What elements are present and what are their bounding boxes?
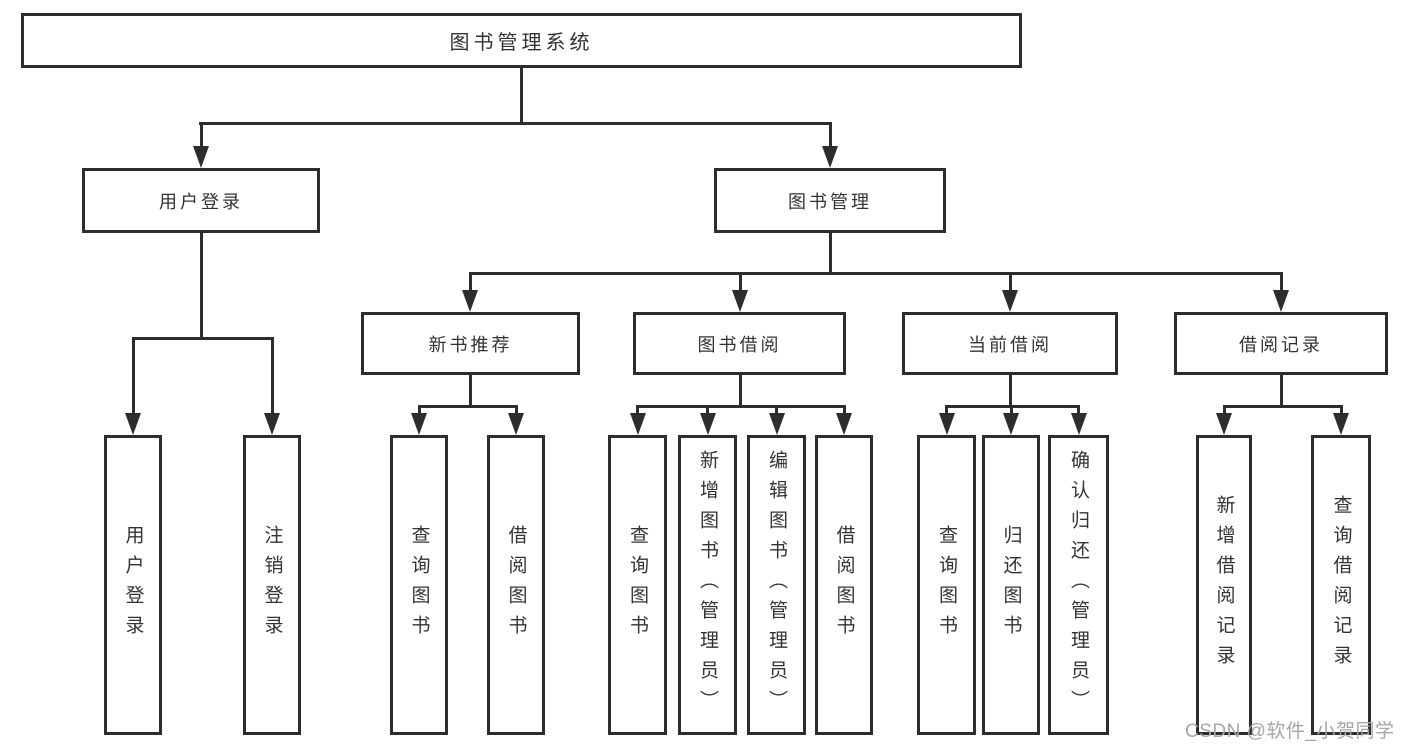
arrow-down-icon — [1216, 413, 1232, 435]
connector-line — [1222, 405, 1343, 408]
leaf-label: 查询借阅记录 — [1330, 495, 1352, 675]
leaf-borrow-books-borrowing: 借阅图书 — [815, 435, 873, 735]
connector-line — [131, 337, 135, 413]
node-label: 图书借阅 — [697, 334, 782, 355]
leaf-label: 查询图书 — [627, 525, 648, 645]
leaf-label: 借阅图书 — [833, 525, 855, 645]
leaf-query-borrow-record: 查询借阅记录 — [1311, 435, 1371, 735]
arrow-down-icon — [732, 290, 748, 312]
node-book-management: 图书管理 — [714, 168, 946, 233]
leaf-query-books-borrowing: 查询图书 — [608, 435, 667, 735]
connector-line — [738, 375, 742, 408]
node-user-login: 用户登录 — [82, 168, 320, 233]
leaf-label: 借阅图书 — [505, 525, 527, 645]
leaf-label: 用户登录 — [122, 525, 144, 645]
connector-line — [636, 405, 639, 413]
node-borrowing-records: 借阅记录 — [1174, 312, 1388, 375]
arrow-down-icon — [629, 413, 646, 435]
connector-line — [945, 405, 1080, 408]
connector-line — [828, 122, 832, 148]
leaf-return-books: 归还图书 — [982, 435, 1040, 735]
connector-line — [1008, 375, 1012, 408]
leaf-logout-login: 注销登录 — [243, 435, 301, 735]
connector-line — [468, 272, 472, 290]
arrow-down-icon — [1273, 290, 1289, 312]
leaf-label: 注销登录 — [261, 525, 283, 645]
connector-line — [514, 405, 518, 413]
connector-line — [1009, 405, 1013, 413]
connector-line — [199, 122, 203, 148]
arrow-down-icon — [699, 413, 716, 435]
arrow-down-icon — [1002, 290, 1018, 312]
leaf-label: 归还图书 — [1000, 525, 1022, 645]
connector-line — [738, 272, 742, 290]
leaf-label: 查询图书 — [408, 525, 430, 645]
node-label: 借阅记录 — [1239, 334, 1323, 355]
leaf-edit-books-admin: 编辑图书（管理员） — [747, 435, 806, 735]
connector-line — [1008, 272, 1012, 290]
connector-line — [706, 405, 709, 413]
arrow-down-icon — [768, 413, 785, 435]
connector-line — [636, 405, 846, 408]
watermark-text: CSDN @软件_小贺同学 — [1185, 721, 1395, 742]
arrow-down-icon — [411, 413, 427, 435]
connector-line — [468, 375, 472, 408]
leaf-add-books-admin: 新增图书（管理员） — [678, 435, 737, 735]
node-book-management-system: 图书管理系统 — [21, 13, 1022, 68]
connector-line — [1077, 405, 1080, 413]
node-label: 当前借阅 — [968, 334, 1052, 355]
node-label: 新书推荐 — [428, 334, 513, 355]
arrow-down-icon — [508, 413, 524, 435]
connector-line — [1279, 375, 1283, 408]
connector-line — [520, 68, 523, 122]
leaf-label: 查询图书 — [936, 525, 957, 645]
connector-line — [417, 405, 518, 408]
leaf-add-borrow-record: 新增借阅记录 — [1196, 435, 1252, 735]
arrow-down-icon — [125, 413, 141, 435]
arrow-down-icon — [1003, 413, 1019, 435]
connector-line — [945, 405, 948, 413]
node-current-borrowing: 当前借阅 — [902, 312, 1118, 375]
connector-line — [199, 122, 832, 125]
arrow-down-icon — [1070, 413, 1087, 435]
connector-line — [842, 405, 846, 413]
node-label: 图书管理 — [788, 191, 872, 212]
node-book-borrowing: 图书借阅 — [633, 312, 846, 375]
connector-line — [270, 337, 274, 413]
leaf-label: 新增借阅记录 — [1213, 495, 1235, 675]
connector-line — [417, 405, 421, 413]
node-label: 用户登录 — [159, 191, 243, 212]
node-label: 图书管理系统 — [449, 32, 594, 54]
arrow-down-icon — [462, 290, 478, 312]
connector-line — [828, 233, 832, 272]
arrow-down-icon — [193, 146, 209, 168]
arrow-down-icon — [1333, 413, 1349, 435]
connector-line — [775, 405, 778, 413]
connector-line — [131, 337, 274, 340]
connector-line — [468, 272, 1283, 275]
connector-line — [199, 233, 203, 337]
leaf-query-books-recommend: 查询图书 — [390, 435, 448, 735]
connector-line — [1339, 405, 1343, 413]
leaf-label: 新增图书（管理员） — [697, 450, 718, 720]
arrow-down-icon — [836, 413, 852, 435]
leaf-label: 确认归还（管理员） — [1068, 450, 1089, 720]
connector-line — [1279, 272, 1283, 290]
arrow-down-icon — [822, 146, 838, 168]
arrow-down-icon — [938, 413, 955, 435]
leaf-borrow-books-recommend: 借阅图书 — [487, 435, 545, 735]
leaf-query-books-current: 查询图书 — [917, 435, 976, 735]
leaf-confirm-return-admin: 确认归还（管理员） — [1048, 435, 1109, 735]
arrow-down-icon — [264, 413, 280, 435]
connector-line — [1222, 405, 1226, 413]
node-new-book-recommend: 新书推荐 — [361, 312, 580, 375]
leaf-user-login: 用户登录 — [104, 435, 162, 735]
leaf-label: 编辑图书（管理员） — [766, 450, 787, 720]
